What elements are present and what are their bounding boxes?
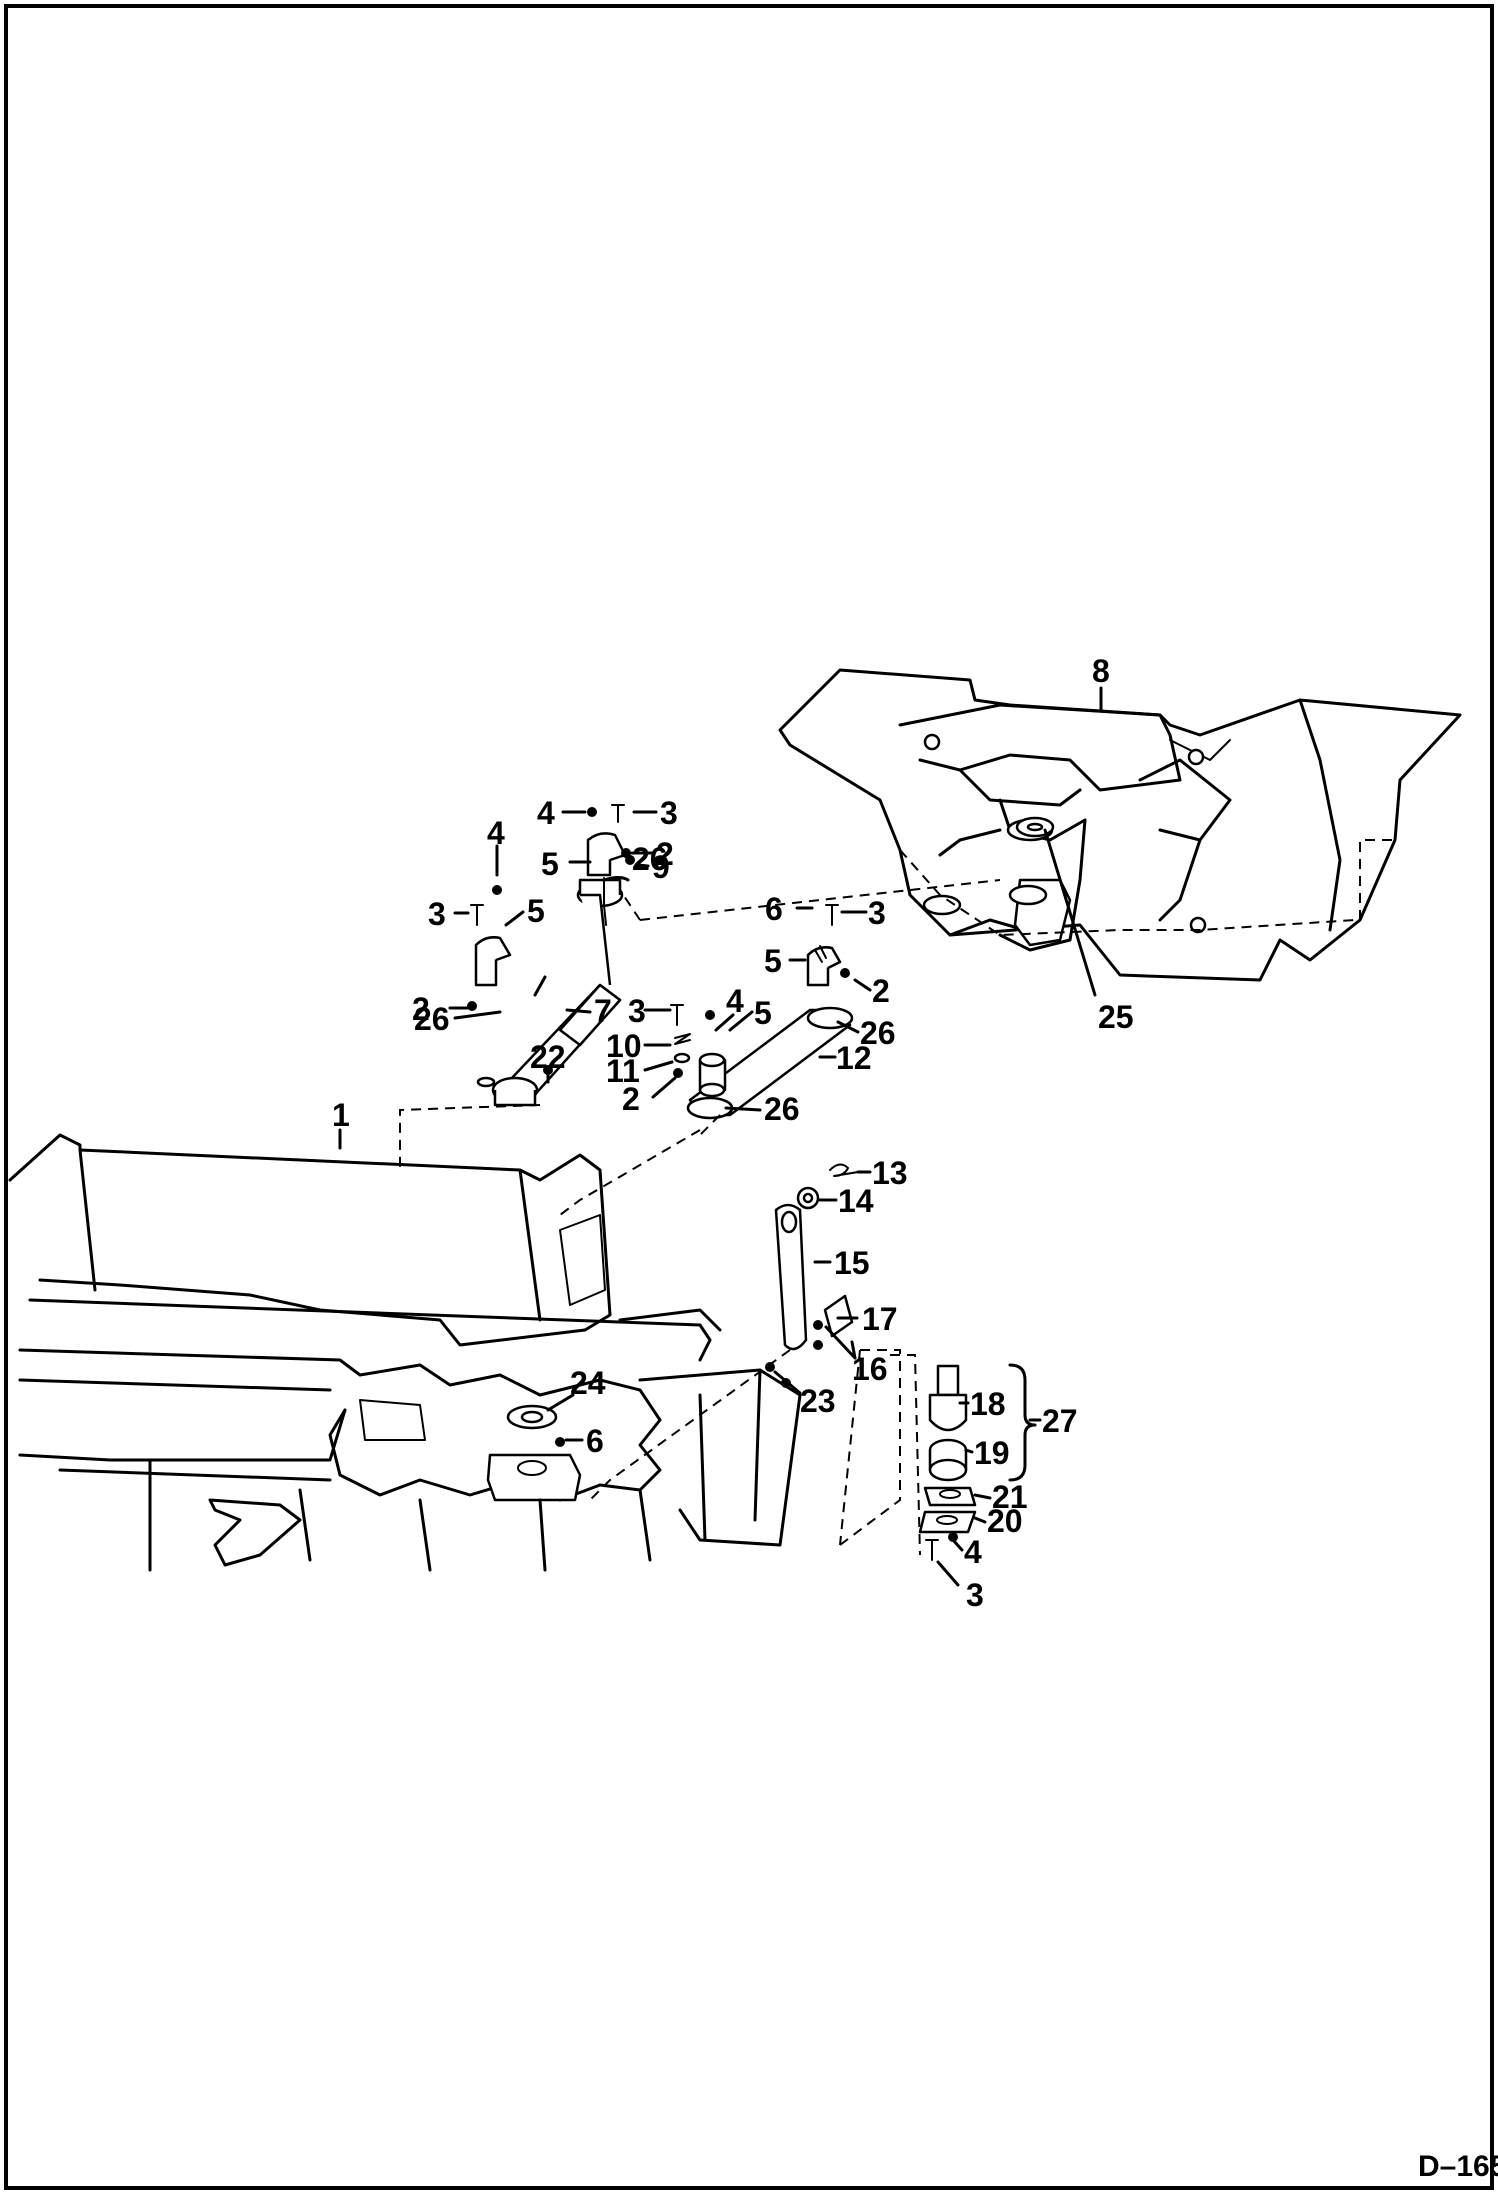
callout-3: 3 <box>966 1577 984 1613</box>
washer-24-drawing <box>506 1404 565 1447</box>
callout-3: 3 <box>428 896 446 932</box>
hardware-drawing <box>467 804 958 1542</box>
callout-1: 1 <box>332 1097 350 1133</box>
lever-assembly-drawing <box>589 1163 859 1501</box>
callout-5: 5 <box>754 995 772 1031</box>
callout-3: 3 <box>660 795 678 831</box>
callout-20: 20 <box>987 1503 1023 1539</box>
callout-13: 13 <box>872 1155 908 1191</box>
callout-9: 9 <box>652 849 670 885</box>
figure-reference: D–1655 <box>1418 2150 1498 2183</box>
callout-labels: 1 8 4 3 5 2 4 3 5 26 9 2 7 26 22 6 3 5 2… <box>332 653 1134 1613</box>
callout-23: 23 <box>800 1383 836 1419</box>
callout-5: 5 <box>764 943 782 979</box>
callout-24: 24 <box>570 1365 606 1401</box>
callout-2: 2 <box>412 991 430 1027</box>
callout-18: 18 <box>970 1386 1006 1422</box>
cylinder-assembly-drawing <box>399 832 1001 1170</box>
callout-3: 3 <box>628 993 646 1029</box>
callout-10: 10 <box>606 1028 642 1064</box>
callout-5: 5 <box>527 893 545 929</box>
callout-14: 14 <box>838 1183 874 1219</box>
callout-21: 21 <box>992 1479 1028 1515</box>
callout-26: 26 <box>860 1015 896 1051</box>
callout-4: 4 <box>726 983 744 1019</box>
callout-4: 4 <box>964 1534 982 1570</box>
callout-25: 25 <box>1098 999 1134 1035</box>
callout-12: 12 <box>836 1040 872 1076</box>
callout-2: 2 <box>622 1081 640 1117</box>
callout-6: 6 <box>765 891 783 927</box>
callout-22: 22 <box>530 1039 566 1075</box>
link-bar-drawing <box>559 946 854 1216</box>
callout-2: 2 <box>872 973 890 1009</box>
leader-lines <box>338 686 1103 1587</box>
callout-3: 3 <box>868 895 886 931</box>
callout-4: 4 <box>537 795 555 831</box>
callout-26: 26 <box>414 1001 450 1037</box>
mount-assembly-drawing <box>890 1354 1037 1561</box>
callout-19: 19 <box>974 1435 1010 1471</box>
callout-6: 6 <box>586 1423 604 1459</box>
callout-2: 2 <box>656 836 674 872</box>
callout-16: 16 <box>852 1351 888 1387</box>
callout-15: 15 <box>834 1245 870 1281</box>
upper-frame-drawing <box>778 668 1462 982</box>
callout-26: 26 <box>632 841 668 877</box>
callout-5: 5 <box>541 846 559 882</box>
callout-4: 4 <box>487 815 505 851</box>
main-frame-drawing <box>8 1133 901 1572</box>
callout-8: 8 <box>1092 653 1110 689</box>
callout-11: 11 <box>606 1053 640 1089</box>
callout-17: 17 <box>862 1301 898 1337</box>
page-border <box>4 4 1494 2190</box>
washer-25-drawing <box>1015 816 1055 838</box>
callout-27: 27 <box>1042 1403 1078 1439</box>
callout-7: 7 <box>594 993 612 1029</box>
callout-26: 26 <box>764 1091 800 1127</box>
